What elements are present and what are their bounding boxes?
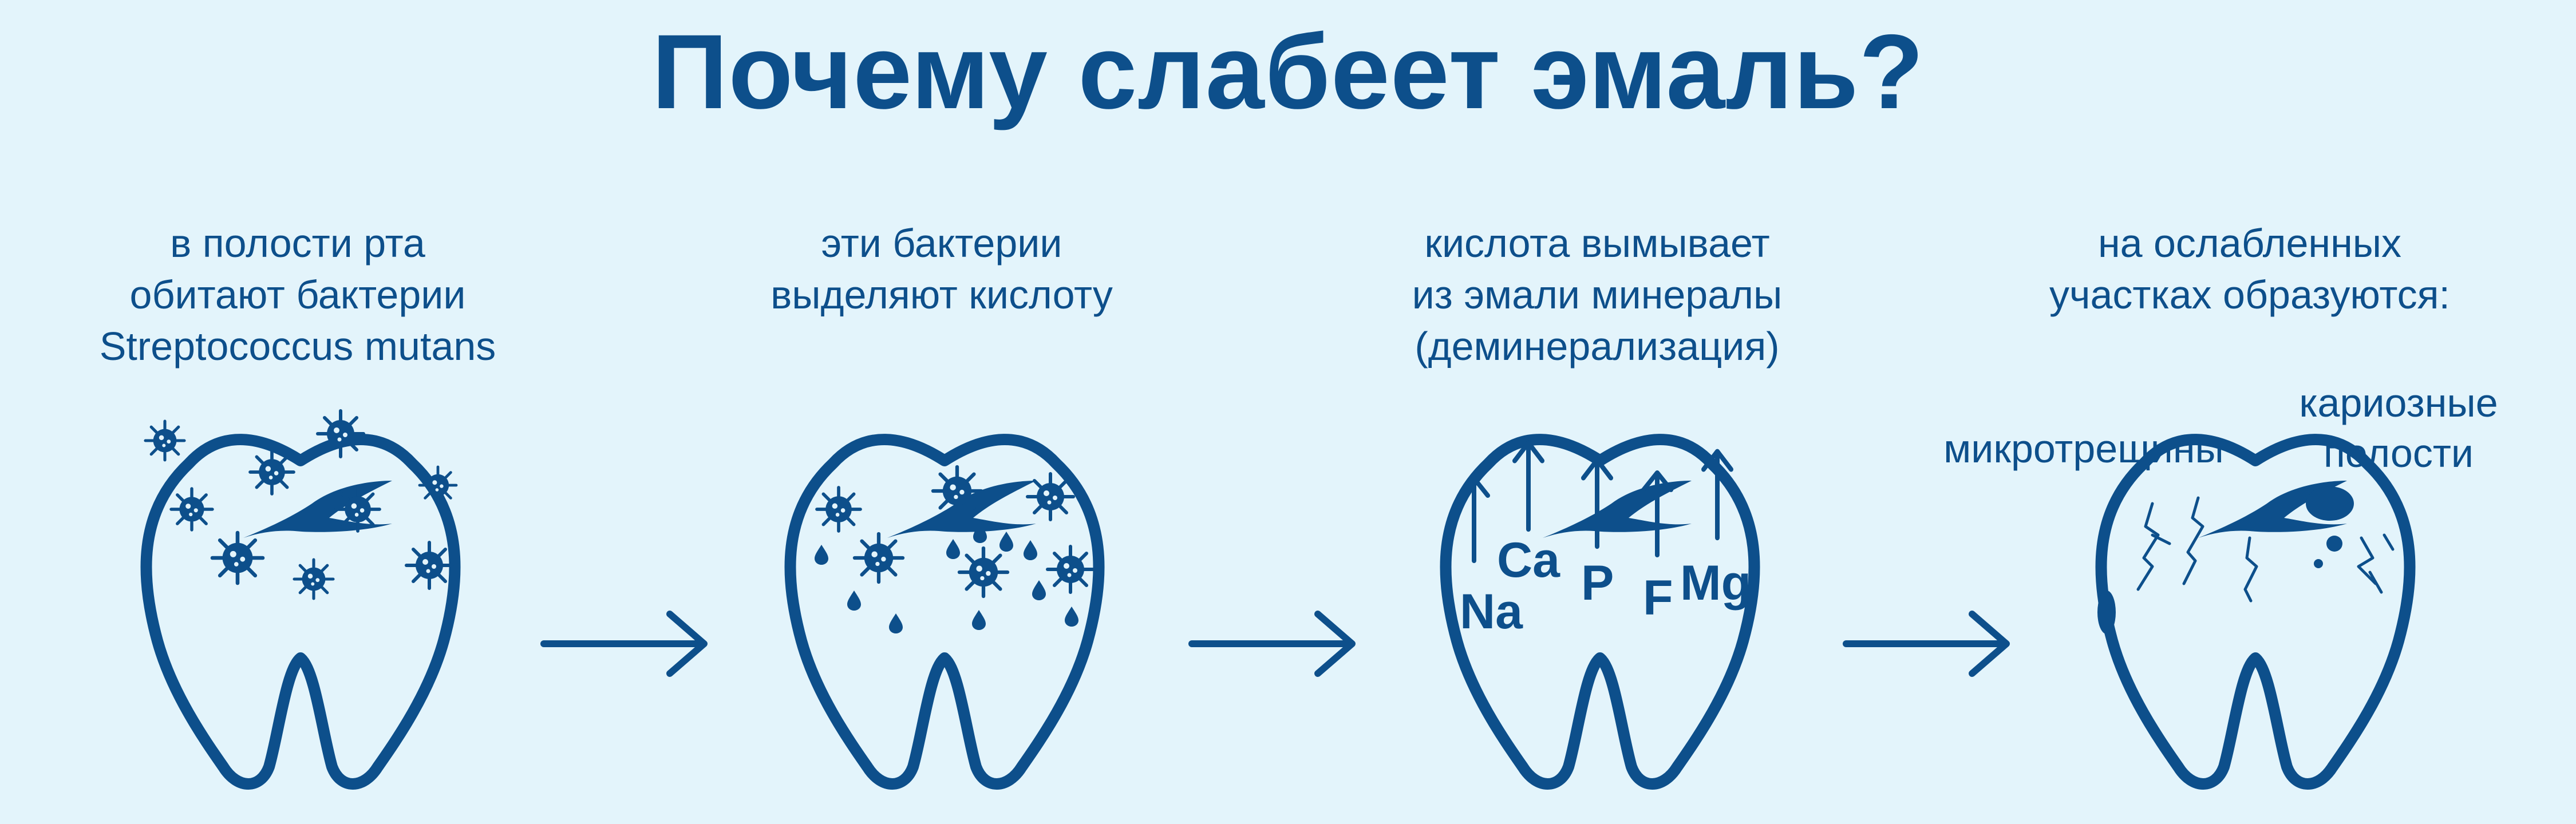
step-4-caption-line: на ослабленных: [2097, 221, 2402, 266]
cavity-icon: [2097, 591, 2116, 634]
arrow-right-icon: [1846, 614, 2006, 674]
cavity-icon: [2306, 486, 2354, 521]
microcracks: [2136, 496, 2395, 603]
cavity-icon: [2314, 559, 2323, 568]
acid-drop-icon: [946, 539, 960, 559]
acid-drop-icon: [999, 532, 1013, 552]
crack-icon: [2357, 536, 2377, 585]
up-arrow-icon: [1515, 443, 1542, 529]
acid-drop-icon: [815, 545, 828, 565]
page-title: Почему слабеет эмаль?: [651, 13, 1925, 131]
step-3-caption-line: кислота вымывает: [1424, 221, 1770, 266]
up-arrow-icon: [1583, 460, 1611, 546]
bacteria-icon: [250, 450, 294, 494]
mineral-labels: Na Ca P F Mg: [1460, 533, 1751, 639]
step-3-caption: кислота вымывает из эмали минералы (деми…: [1311, 217, 1883, 372]
crack-icon: [2136, 502, 2160, 591]
bacteria-icon: [855, 534, 903, 582]
tooth-4-group: [2101, 439, 2409, 784]
step-4-caption: на ослабленных участках образуются:: [1963, 217, 2536, 320]
up-arrow-icon: [1460, 478, 1488, 561]
step-2-caption: эти бактерии выделяют кислоту: [655, 217, 1228, 320]
step-3-caption-line: из эмали минералы: [1412, 272, 1783, 317]
crack-icon: [2151, 533, 2171, 545]
acid-drops: [815, 523, 1078, 633]
microcracks-label: микротрещины: [1943, 426, 2224, 471]
mineral-label: P: [1581, 556, 1614, 611]
crack-icon: [2368, 571, 2383, 594]
tooth-icon: [2101, 439, 2409, 784]
cavity-icon: [2326, 536, 2342, 552]
step-1-caption: в полости рта обитают бактерии Streptoco…: [11, 217, 584, 372]
step-2-caption-line: эти бактерии: [821, 221, 1062, 266]
up-arrow-icon: [1704, 451, 1731, 538]
bacteria-icon: [212, 533, 263, 583]
acid-drop-icon: [847, 591, 861, 611]
acid-drop-icon: [1032, 580, 1046, 600]
step-1-caption-line: обитают бактерии: [129, 272, 466, 317]
bacteria-icon: [420, 467, 456, 504]
step-2-caption-line: выделяют кислоту: [771, 272, 1113, 317]
bacteria-icon: [145, 421, 184, 460]
arrow-right-icon: [1192, 614, 1352, 674]
mineral-label: F: [1643, 571, 1673, 625]
mineral-label: Ca: [1497, 533, 1560, 588]
acid-drop-icon: [889, 613, 903, 633]
carious-cavities: [2097, 486, 2354, 634]
carious-cavities-label-line: кариозные: [2299, 381, 2498, 425]
bacteria-icon: [959, 548, 1008, 596]
step-4-caption-line: участках образуются:: [2049, 272, 2450, 317]
bacteria-icon: [817, 488, 860, 531]
crack-icon: [2243, 536, 2258, 603]
up-arrow-icon: [1643, 473, 1671, 555]
bacteria-icon: [318, 411, 364, 457]
acid-drop-icon: [972, 610, 986, 630]
crack-icon: [2383, 533, 2395, 551]
mineral-label: Na: [1460, 584, 1523, 639]
crack-icon: [2182, 496, 2204, 585]
bacteria-icon: [336, 488, 380, 531]
bacteria-icon: [406, 542, 452, 588]
bacteria-icon: [933, 467, 981, 515]
bacteria-icon: [1028, 474, 1073, 520]
bacteria-icon: [294, 560, 333, 599]
arrow-right-icon: [544, 614, 704, 674]
mineral-label: Mg: [1680, 556, 1751, 611]
step-1-caption-line: в полости рта: [170, 221, 425, 266]
bacteria-cluster-1: [145, 411, 456, 599]
step-3-caption-line: (деминерализация): [1415, 324, 1780, 369]
bacteria-icon: [1048, 546, 1093, 592]
acid-drop-icon: [1065, 607, 1078, 627]
step-1-caption-line: Streptococcus mutans: [99, 324, 496, 369]
bacteria-icon: [171, 489, 212, 530]
acid-drop-icon: [1024, 540, 1037, 560]
